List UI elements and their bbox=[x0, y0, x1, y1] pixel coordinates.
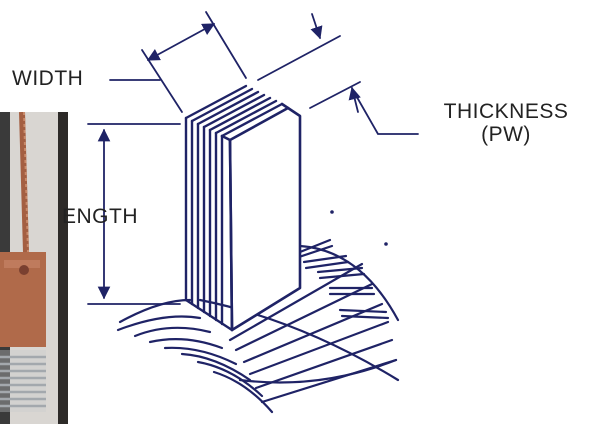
thickness-label: THICKNESS (PW) bbox=[418, 100, 592, 146]
thickness-label-line2: (PW) bbox=[481, 123, 531, 147]
commutator-segments bbox=[116, 238, 400, 414]
carbon-brush-photo bbox=[0, 112, 68, 424]
width-label: WIDTH bbox=[12, 67, 84, 90]
length-dimension bbox=[87, 123, 181, 305]
width-dimension bbox=[109, 11, 247, 113]
brush-front-face bbox=[220, 102, 302, 332]
length-label: ENGTH bbox=[62, 205, 138, 228]
brush-laminations bbox=[184, 84, 284, 332]
thickness-label-line1: THICKNESS bbox=[443, 100, 569, 123]
thickness-dimension bbox=[257, 13, 419, 135]
